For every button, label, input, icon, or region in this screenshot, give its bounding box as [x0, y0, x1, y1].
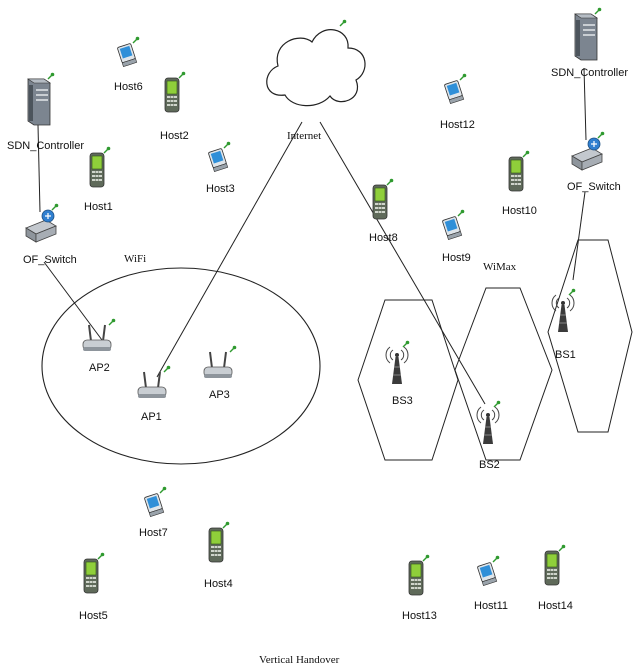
base-station-bs2-icon[interactable] — [477, 401, 500, 444]
hex-cell-bs3 — [357, 299, 459, 461]
host11-laptop-icon[interactable] — [477, 556, 499, 586]
wifi-zone — [41, 267, 321, 465]
access-point-ap1-icon[interactable] — [138, 366, 170, 398]
host9-label: Host9 — [442, 252, 471, 264]
host14-phone-icon[interactable] — [545, 545, 565, 585]
host1-phone-icon[interactable] — [90, 147, 110, 187]
host10-label: Host10 — [502, 205, 537, 217]
of-switch-left-icon[interactable] — [26, 204, 58, 242]
base-station-bs1-icon[interactable] — [552, 289, 575, 332]
host14-label: Host14 — [538, 600, 573, 612]
figure-caption: Vertical Handover — [259, 654, 340, 666]
bs2-label: BS2 — [479, 459, 500, 471]
host2-phone-icon[interactable] — [165, 72, 185, 112]
sdn-controller-right-icon[interactable] — [575, 8, 601, 60]
hex-cell-bs1 — [547, 239, 633, 433]
of-switch-right-icon[interactable] — [572, 132, 604, 170]
internet-label: Internet — [287, 130, 321, 142]
host7-laptop-icon[interactable] — [144, 487, 166, 517]
sdn-controller-left-icon[interactable] — [28, 73, 54, 125]
host7-label: Host7 — [139, 527, 168, 539]
host11-label: Host11 — [474, 600, 508, 612]
link-internet-bs2 — [319, 121, 486, 405]
hex-cell-bs2 — [454, 287, 553, 461]
host6-label: Host6 — [114, 81, 143, 93]
base-station-bs3-icon[interactable] — [386, 341, 409, 384]
link-switch-bs1-right — [572, 191, 586, 281]
ap2-label: AP2 — [89, 362, 110, 374]
host1-label: Host1 — [84, 201, 113, 213]
wimax-cells — [357, 239, 633, 461]
host3-laptop-icon[interactable] — [208, 142, 230, 172]
host12-label: Host12 — [440, 119, 475, 131]
wifi-label: WiFi — [124, 253, 146, 265]
host9-laptop-icon[interactable] — [442, 210, 464, 240]
of-switch-left-label: OF_Switch — [23, 254, 77, 266]
ap3-label: AP3 — [209, 389, 230, 401]
sdn-controller-left-label: SDN_Controller — [7, 140, 84, 152]
wimax-label: WiMax — [483, 261, 517, 273]
host4-label: Host4 — [204, 578, 233, 590]
host8-label: Host8 — [369, 232, 398, 244]
ap1-label: AP1 — [141, 411, 162, 423]
host5-phone-icon[interactable] — [84, 553, 104, 593]
link-controller-switch-right — [583, 67, 587, 141]
link-controller-switch-left — [37, 124, 41, 213]
link-switch-ap2-left — [43, 261, 103, 341]
host8-phone-icon[interactable] — [373, 179, 393, 219]
host4-phone-icon[interactable] — [209, 522, 229, 562]
host2-label: Host2 — [160, 130, 189, 142]
link-internet-ap1 — [156, 121, 303, 378]
host5-label: Host5 — [79, 610, 108, 622]
host13-phone-icon[interactable] — [409, 555, 429, 595]
bs1-label: BS1 — [555, 349, 576, 361]
bs3-label: BS3 — [392, 395, 413, 407]
host3-label: Host3 — [206, 183, 235, 195]
internet-cloud — [266, 19, 366, 107]
host6-laptop-icon[interactable] — [117, 37, 139, 67]
sdn-controller-right-label: SDN_Controller — [551, 67, 628, 79]
of-switch-right-label: OF_Switch — [567, 181, 621, 193]
host12-laptop-icon[interactable] — [444, 74, 466, 104]
host10-phone-icon[interactable] — [509, 151, 529, 191]
access-point-ap2-icon[interactable] — [83, 319, 115, 351]
connection-lines — [37, 67, 587, 405]
access-point-ap3-icon[interactable] — [204, 346, 236, 378]
host13-label: Host13 — [402, 610, 437, 622]
